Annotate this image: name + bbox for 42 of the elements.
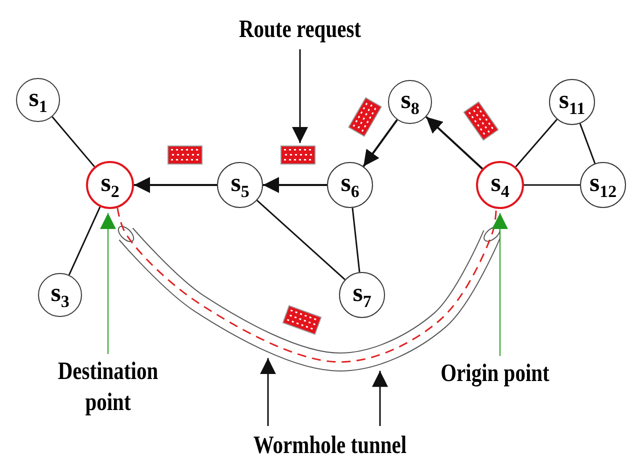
link-line — [579, 123, 596, 164]
callout-text: Origin point — [429, 358, 561, 390]
node-circle — [86, 161, 134, 209]
link-line — [515, 118, 558, 168]
packet-icon — [280, 146, 316, 164]
node-circle — [339, 272, 385, 318]
node-label: s$_{12}$ — [589, 170, 617, 200]
arrow — [362, 119, 398, 167]
arrow — [263, 177, 327, 193]
node-circle — [388, 80, 432, 124]
tunnel-path — [116, 208, 497, 363]
link-line — [352, 208, 360, 272]
node-circle — [580, 162, 626, 208]
node-label: s$_{3}$ — [50, 280, 70, 310]
link-line — [68, 206, 101, 276]
arrow — [372, 370, 388, 426]
node-label: s$_{4}$ — [490, 170, 510, 200]
node-label: s$_{7}$ — [352, 280, 372, 310]
node-circle — [217, 162, 263, 208]
node-label: s$_{8}$ — [400, 87, 420, 117]
arrow — [426, 116, 484, 170]
callout-text: Wormhole tunnel — [240, 430, 420, 462]
callout-text: Destination point — [46, 356, 170, 418]
node-circle — [327, 162, 373, 208]
node-label: s$_{6}$ — [340, 170, 360, 200]
link-line — [256, 200, 346, 280]
arrow — [100, 212, 116, 354]
node-label: s$_{11}$ — [558, 87, 586, 117]
node-label: s$_{1}$ — [28, 85, 48, 115]
node-circle — [38, 273, 82, 317]
link-line — [524, 184, 580, 186]
node-circle — [476, 161, 524, 209]
node-circle — [549, 79, 595, 125]
arrow — [292, 49, 308, 143]
arrow — [492, 212, 508, 356]
node-label: s$_{5}$ — [230, 170, 250, 200]
arrow — [260, 358, 276, 426]
node-label: s$_{2}$ — [100, 170, 120, 200]
arrow — [134, 177, 217, 193]
link-line — [52, 116, 96, 168]
callout-text: Route request — [218, 14, 382, 46]
node-circle — [16, 78, 60, 122]
